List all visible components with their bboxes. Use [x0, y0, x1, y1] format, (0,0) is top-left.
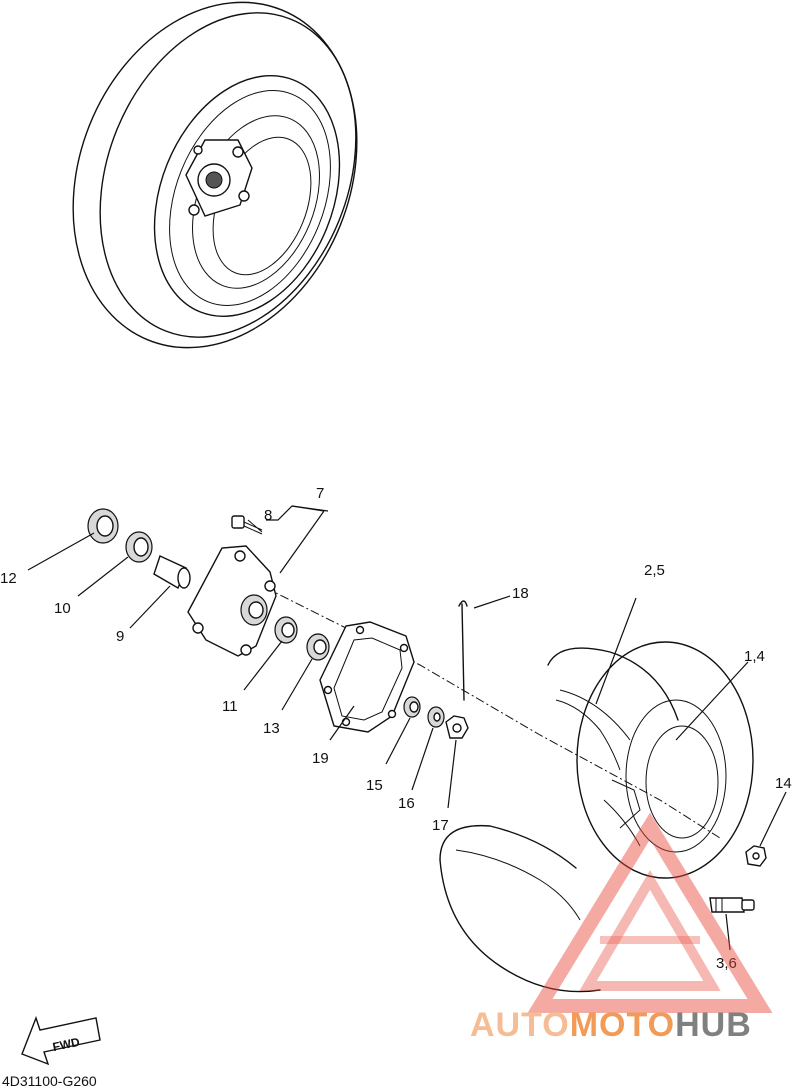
- label-11: 11: [222, 698, 238, 715]
- diagram-code: 4D31100-G260: [2, 1073, 97, 1089]
- label-10: 10: [54, 600, 71, 617]
- assembly-axis-line: [249, 579, 721, 839]
- part-2-5-rim-inner: [439, 779, 641, 993]
- part-3-6-valve: [709, 897, 755, 913]
- watermark-part-moto: MOTO: [570, 1006, 675, 1044]
- label-3-6: 3,6: [716, 955, 737, 972]
- part-11-bearing: [274, 616, 298, 644]
- label-15: 15: [366, 777, 383, 794]
- part-12-oil-seal: [87, 508, 119, 544]
- label-18: 18: [512, 585, 529, 602]
- automotohub-watermark: AUTOMOTOHUB: [470, 812, 773, 1044]
- part-7-wheel-hub: [187, 545, 277, 657]
- part-18-cotter-pin: [458, 600, 468, 701]
- part-10-bearing: [125, 531, 153, 563]
- watermark-part-hub: HUB: [675, 1006, 752, 1044]
- part-8-hub-bolt: [231, 515, 263, 535]
- label-17: 17: [432, 817, 449, 834]
- label-12: 12: [0, 570, 17, 587]
- part-17-axle-nut: [445, 715, 469, 739]
- watermark-part-auto: AUTO: [470, 1006, 570, 1044]
- part-13-oil-seal: [306, 633, 330, 661]
- label-13: 13: [263, 720, 280, 737]
- assembled-wheel-illustration: [72, 1, 358, 349]
- svg-text:AUTOMOTOHUB: AUTOMOTOHUB: [470, 1006, 752, 1044]
- label-16: 16: [398, 795, 415, 812]
- label-19: 19: [312, 750, 329, 767]
- automotohub-logo-icon: [527, 812, 773, 1013]
- label-14: 14: [775, 775, 792, 792]
- part-14-rim-nut: [745, 845, 767, 867]
- label-1-4: 1,4: [744, 648, 765, 665]
- part-9-spacer: [153, 555, 191, 590]
- part-15-collar: [403, 696, 421, 718]
- part-16-washer: [427, 706, 445, 728]
- part-19-brake-disc: [319, 621, 415, 733]
- fwd-label: FWD: [51, 1035, 81, 1054]
- label-2-5: 2,5: [644, 562, 665, 579]
- label-9: 9: [116, 628, 124, 645]
- label-8: 8: [264, 507, 272, 524]
- callout-lines: [27, 505, 787, 951]
- part-2-5-rim-outer: [547, 641, 754, 879]
- part-labels: 12 10 9 8 7 11 13 19 15 16 17 18 2,5 1,4…: [0, 485, 792, 972]
- fwd-arrow-icon: FWD: [21, 1015, 101, 1066]
- label-7: 7: [316, 485, 324, 502]
